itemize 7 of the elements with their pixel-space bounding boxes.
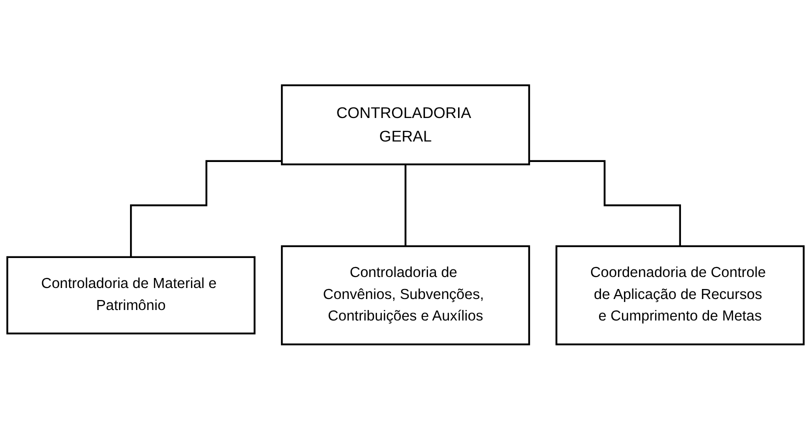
node-box: CONTROLADORIA GERAL [280,84,530,166]
node-box: Controladoria de Convênios, Subvenções, Contribuições e Auxílios [280,245,530,346]
connector [404,164,406,248]
node-box: Coordenadoria de Controle de Aplicação de Recursos e Cumprimento de Metas [556,245,805,346]
node-box: Controladoria de Material e Patrimônio [6,256,256,335]
connector [529,160,681,248]
connector [130,160,282,258]
